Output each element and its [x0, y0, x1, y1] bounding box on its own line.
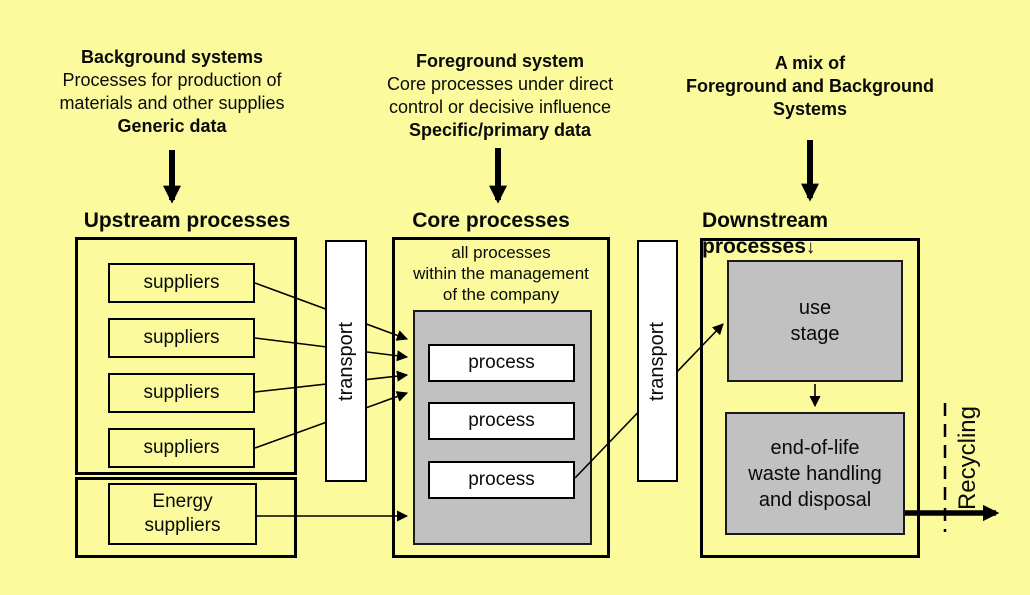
energy-suppliers-label: Energy suppliers [144, 491, 221, 536]
supplier-box: suppliers [108, 373, 255, 413]
end-of-life-label: end-of-life waste handling and disposal [748, 436, 882, 511]
mix-line: Systems [772, 99, 848, 119]
mix-line: Foreground and Background [685, 76, 934, 96]
foreground-system-desc: control or decisive influence [388, 97, 612, 117]
background-systems-desc: Processes for production of [62, 70, 282, 90]
foreground-system-title: Foreground system [415, 51, 585, 71]
use-stage-box: use stage [727, 260, 903, 382]
downstream-title-line1: Downstream [702, 209, 829, 232]
process-label: process [468, 410, 535, 431]
foreground-system-data-note: Specific/primary data [408, 120, 592, 140]
transport-box-downstream: transport [637, 240, 678, 482]
process-box: process [428, 402, 575, 440]
upstream-box [75, 237, 297, 475]
supplier-label: suppliers [143, 437, 220, 458]
process-label: process [468, 469, 535, 490]
foreground-system-desc: Core processes under direct [386, 74, 614, 94]
end-of-life-box: end-of-life waste handling and disposal [725, 412, 905, 535]
supplier-label: suppliers [143, 327, 220, 348]
recycling-label: Recycling [954, 405, 981, 511]
small-down-arrow-icon: ↓ [805, 237, 816, 258]
downstream-box [700, 238, 920, 558]
energy-outer-box [75, 477, 297, 558]
core-subtitle-line: of the company [442, 285, 560, 304]
foreground-system-annotation: Foreground system Core processes under d… [358, 50, 642, 142]
energy-suppliers-box: Energy suppliers [108, 483, 257, 545]
downstream-title-line2: processes↓ [702, 235, 816, 258]
core-subtitle-line: all processes [451, 243, 551, 262]
process-box: process [428, 344, 575, 382]
supplier-label: suppliers [143, 272, 220, 293]
supplier-box: suppliers [108, 428, 255, 468]
upstream-title: Upstream processes [83, 209, 291, 232]
process-label: process [468, 352, 535, 373]
process-box: process [428, 461, 575, 499]
supplier-box: suppliers [108, 263, 255, 303]
use-stage-label: use stage [790, 297, 840, 345]
supplier-label: suppliers [143, 382, 220, 403]
background-systems-annotation: Background systems Processes for product… [30, 46, 314, 138]
background-systems-data-note: Generic data [117, 116, 227, 136]
core-subtitle: all processes within the management of t… [392, 242, 610, 305]
background-systems-title: Background systems [80, 47, 264, 67]
background-systems-desc: materials and other supplies [59, 93, 285, 113]
mix-annotation: A mix of Foreground and Background Syste… [660, 52, 960, 121]
core-subtitle-line: within the management [413, 264, 589, 283]
supplier-box: suppliers [108, 318, 255, 358]
mix-line: A mix of [774, 53, 846, 73]
downstream-title: Downstream processes↓ [702, 209, 828, 259]
transport-box-upstream: transport [325, 240, 367, 482]
core-title: Core processes [412, 209, 570, 232]
